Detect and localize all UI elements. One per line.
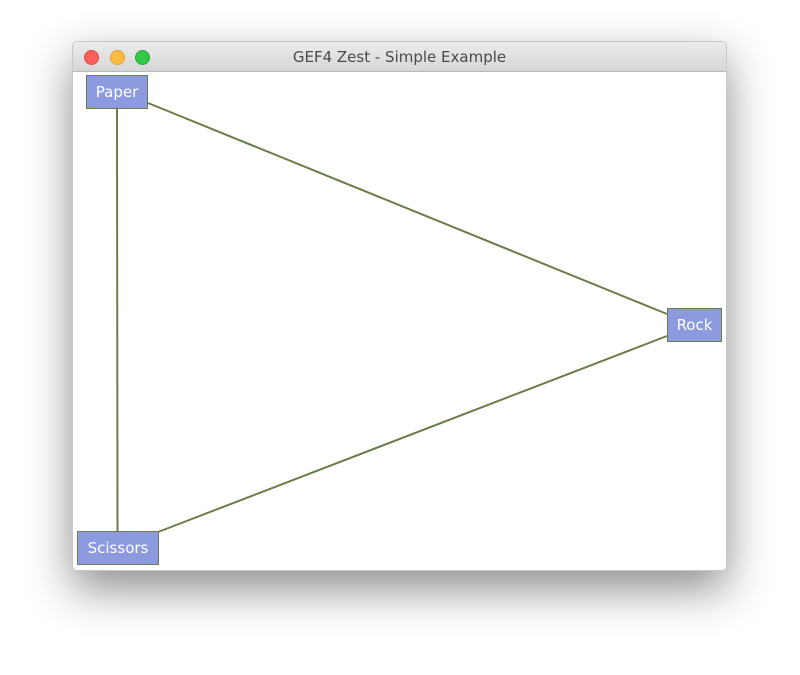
edge-paper-scissors[interactable] (116, 107, 119, 532)
node-scissors[interactable]: Scissors (77, 531, 159, 565)
app-window: GEF4 Zest - Simple Example (72, 41, 727, 571)
edge-rock-scissors[interactable] (157, 335, 668, 533)
node-rock[interactable]: Rock (667, 308, 722, 342)
window-title: GEF4 Zest - Simple Example (292, 48, 507, 66)
close-button[interactable] (84, 50, 99, 65)
node-paper[interactable]: Paper (86, 75, 148, 109)
edge-paper-rock[interactable] (147, 102, 668, 315)
title-bar[interactable]: GEF4 Zest - Simple Example (73, 42, 726, 72)
maximize-button[interactable] (135, 50, 150, 65)
minimize-button[interactable] (110, 50, 125, 65)
